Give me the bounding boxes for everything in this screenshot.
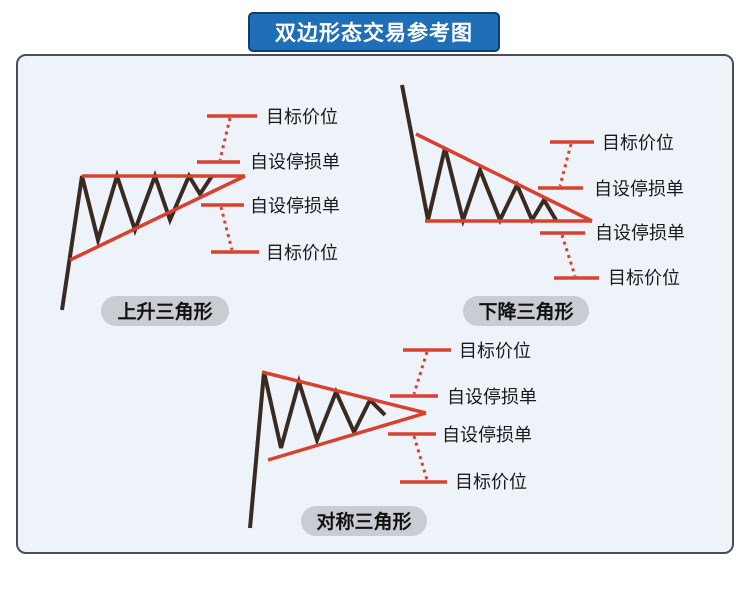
ascending-target-up-label: 目标价位 bbox=[266, 107, 338, 128]
ascending-target-up-dots bbox=[218, 117, 232, 161]
ascending-triangle-support-line bbox=[69, 174, 246, 262]
descending-stop-up-label: 自设停损单 bbox=[594, 179, 684, 200]
descending-target-down-label: 目标价位 bbox=[608, 268, 680, 289]
ascending-name-pill bbox=[101, 296, 229, 326]
ascending-stop-up-label: 自设停损单 bbox=[250, 152, 340, 173]
descending-target-up-label: 目标价位 bbox=[602, 133, 674, 154]
symmetrical-name-pill bbox=[301, 506, 427, 536]
ascending-triangle: 目标价位 自设停损单 自设停损单 目标价位 上升三角形 bbox=[60, 107, 340, 326]
symmetrical-target-down-label: 目标价位 bbox=[455, 472, 527, 493]
descending-target-up-dots bbox=[558, 143, 573, 187]
descending-stop-down-label: 自设停损单 bbox=[595, 223, 685, 244]
ascending-stop-down-label: 自设停损单 bbox=[250, 196, 340, 217]
symmetrical-triangle-upper-line bbox=[261, 370, 427, 415]
symmetrical-target-down-dots bbox=[412, 435, 429, 481]
descending-target-down-dots bbox=[560, 234, 577, 277]
ascending-target-down-dots bbox=[219, 206, 234, 251]
ascending-target-down-label: 目标价位 bbox=[266, 243, 338, 264]
diagram-title: 双边形态交易参考图 bbox=[248, 12, 500, 52]
symmetrical-target-up-label: 目标价位 bbox=[459, 341, 531, 362]
ascending-name: 上升三角形 bbox=[117, 300, 212, 323]
symmetrical-triangle-lower-line bbox=[267, 411, 427, 462]
symmetrical-name: 对称三角形 bbox=[316, 510, 411, 533]
symmetrical-triangle-price-zigzag bbox=[248, 371, 387, 529]
descending-name-pill bbox=[463, 296, 589, 326]
symmetrical-stop-down-label: 自设停损单 bbox=[442, 425, 532, 446]
descending-triangle-price-zigzag bbox=[400, 84, 558, 228]
descending-triangle: 目标价位 自设停损单 自设停损单 目标价位 下降三角形 bbox=[400, 84, 685, 326]
descending-name: 下降三角形 bbox=[478, 300, 573, 323]
symmetrical-target-up-dots bbox=[412, 351, 429, 395]
symmetrical-triangle: 目标价位 自设停损单 自设停损单 目标价位 对称三角形 bbox=[248, 341, 537, 536]
symmetrical-stop-up-label: 自设停损单 bbox=[447, 387, 537, 408]
descending-triangle-resistance-line bbox=[415, 132, 593, 223]
ascending-triangle-price-zigzag bbox=[60, 169, 214, 311]
